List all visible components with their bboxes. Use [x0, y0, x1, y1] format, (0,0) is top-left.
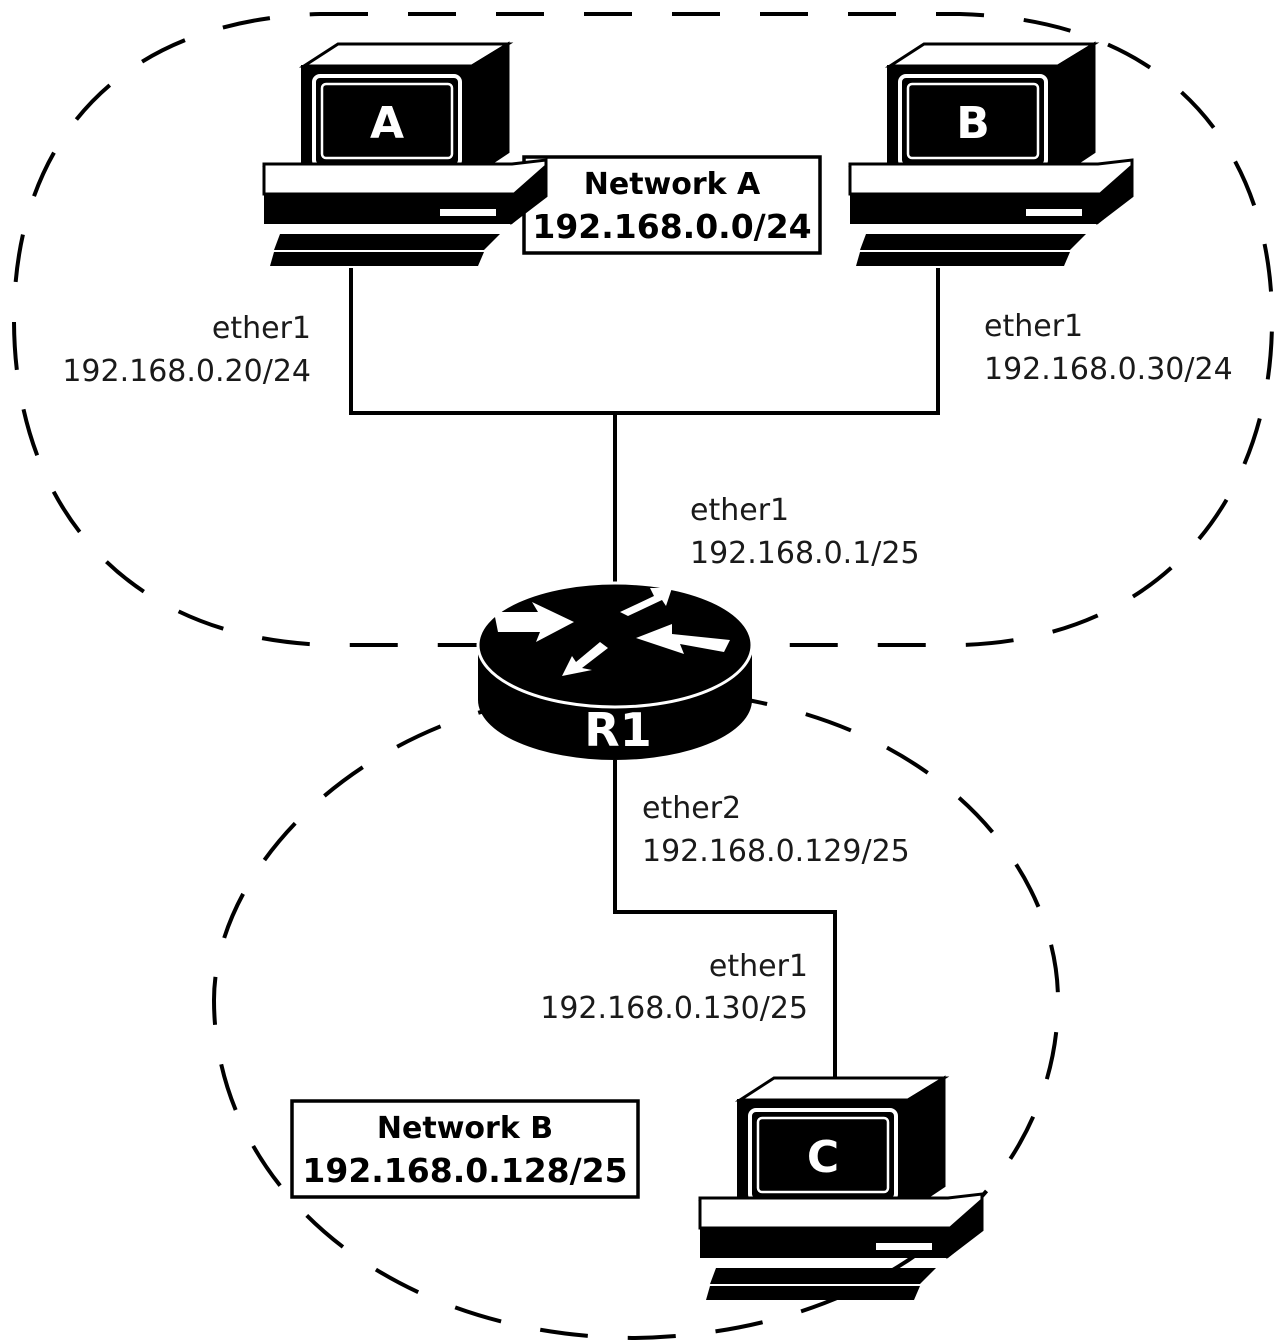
router-ether1-interface: ether1 192.168.0.1/25 [690, 493, 920, 571]
host-a[interactable]: A [260, 42, 548, 268]
wire-r1-to-c [613, 760, 837, 1080]
host-c-label: C [807, 1132, 839, 1183]
network-a-title: Network A [584, 167, 761, 202]
router-ether2-interface: ether2 192.168.0.129/25 [642, 791, 910, 869]
router-ether2-name: ether2 [642, 791, 741, 826]
network-b-boundary [211, 687, 1061, 1340]
host-b-ip: 192.168.0.30/24 [984, 352, 1233, 387]
host-b-label: B [956, 98, 990, 149]
router-label: R1 [584, 703, 651, 757]
host-b[interactable]: B [846, 42, 1134, 268]
router-ether2-ip: 192.168.0.129/25 [642, 834, 910, 869]
network-b-address: 192.168.0.128/25 [302, 1151, 627, 1190]
router-icon [476, 581, 754, 760]
network-b-box [290, 1099, 640, 1199]
host-c[interactable]: C [696, 1076, 984, 1302]
network-a-label-box: Network A 192.168.0.0/24 [522, 155, 822, 255]
network-a-address: 192.168.0.0/24 [532, 207, 811, 246]
network-b-title: Network B [377, 1111, 553, 1146]
host-a-interface: ether1 192.168.0.20/24 [62, 311, 311, 389]
wire-a-to-switch [349, 268, 940, 415]
network-b-label-box: Network B 192.168.0.128/25 [290, 1099, 640, 1199]
network-b-boundary-path [211, 687, 1061, 1340]
host-b-iface-name: ether1 [984, 309, 1083, 344]
router-ether1-ip: 192.168.0.1/25 [690, 536, 920, 571]
host-a-iface-name: ether1 [212, 311, 311, 346]
computer-icon [846, 42, 1134, 268]
network-a-box [522, 155, 822, 255]
network-a-boundary-path [11, 12, 1275, 647]
router-r1[interactable]: R1 [476, 581, 754, 760]
computer-icon [696, 1076, 984, 1302]
router-ether1-name: ether1 [690, 493, 789, 528]
host-c-iface-name: ether1 [709, 949, 808, 984]
host-a-ip: 192.168.0.20/24 [62, 354, 311, 389]
host-c-interface: ether1 192.168.0.130/25 [540, 949, 808, 1026]
wires [349, 268, 940, 1080]
network-a-boundary [11, 12, 1275, 647]
host-a-label: A [370, 98, 404, 149]
host-c-ip: 192.168.0.130/25 [540, 991, 808, 1026]
host-b-interface: ether1 192.168.0.30/24 [984, 309, 1233, 387]
computer-icon [260, 42, 548, 268]
